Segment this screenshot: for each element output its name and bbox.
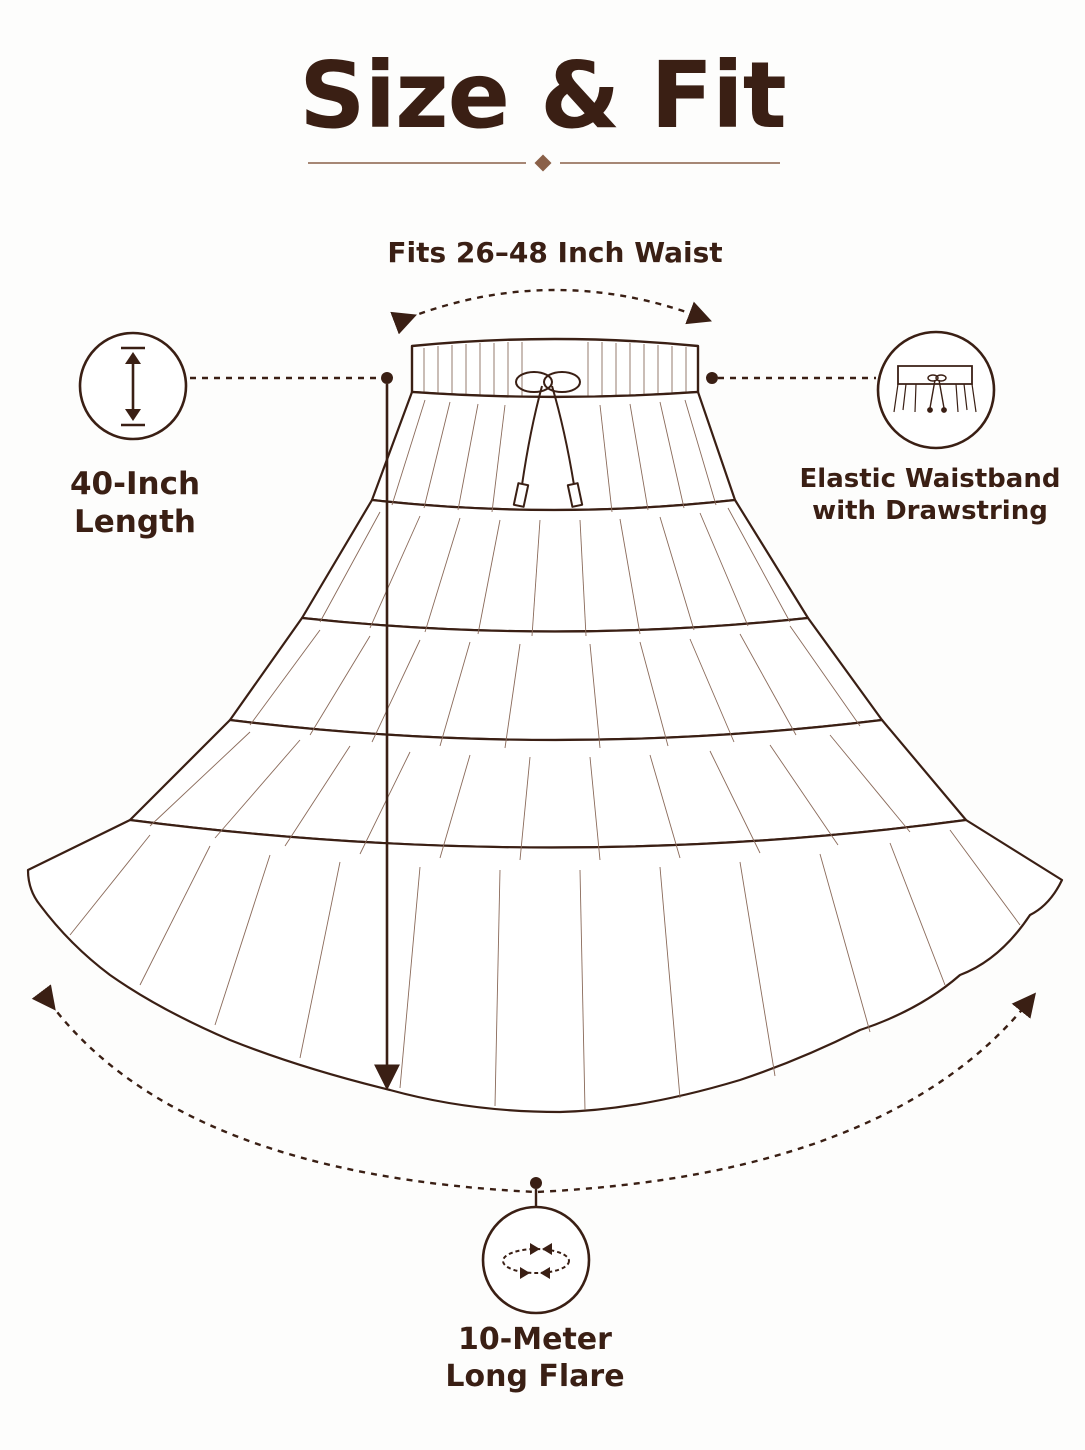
flare-label: 10-Meter Long Flare [400,1322,670,1395]
waistband-connector [706,372,876,384]
flare-label-line1: 10-Meter [458,1322,612,1357]
length-label-line1: 40-Inch [69,466,201,502]
circular-arrows-icon [481,1205,591,1315]
waistband-label-line2: with Drawstring [812,495,1048,526]
length-label: 40-Inch Length [30,466,240,542]
flare-connector [530,1177,542,1208]
drawstring-illustration [512,371,584,508]
title-divider [308,154,780,172]
flare-label-line2: Long Flare [445,1358,625,1394]
flare-arrow [31,984,1037,1194]
waistband-drawstring-icon [876,330,996,450]
waistband-label-line1: Elastic Waistband [799,464,1061,494]
waist-arrow [390,288,712,335]
waistband-label: Elastic Waistband with Drawstring [790,464,1070,527]
vertical-measure-icon [78,331,188,441]
length-label-line2: Length [74,503,196,540]
page-title: Size & Fit [299,42,786,149]
waist-fit-label: Fits 26–48 Inch Waist [387,236,723,269]
length-measure-line [190,372,400,1091]
skirt-illustration [26,337,1064,1114]
